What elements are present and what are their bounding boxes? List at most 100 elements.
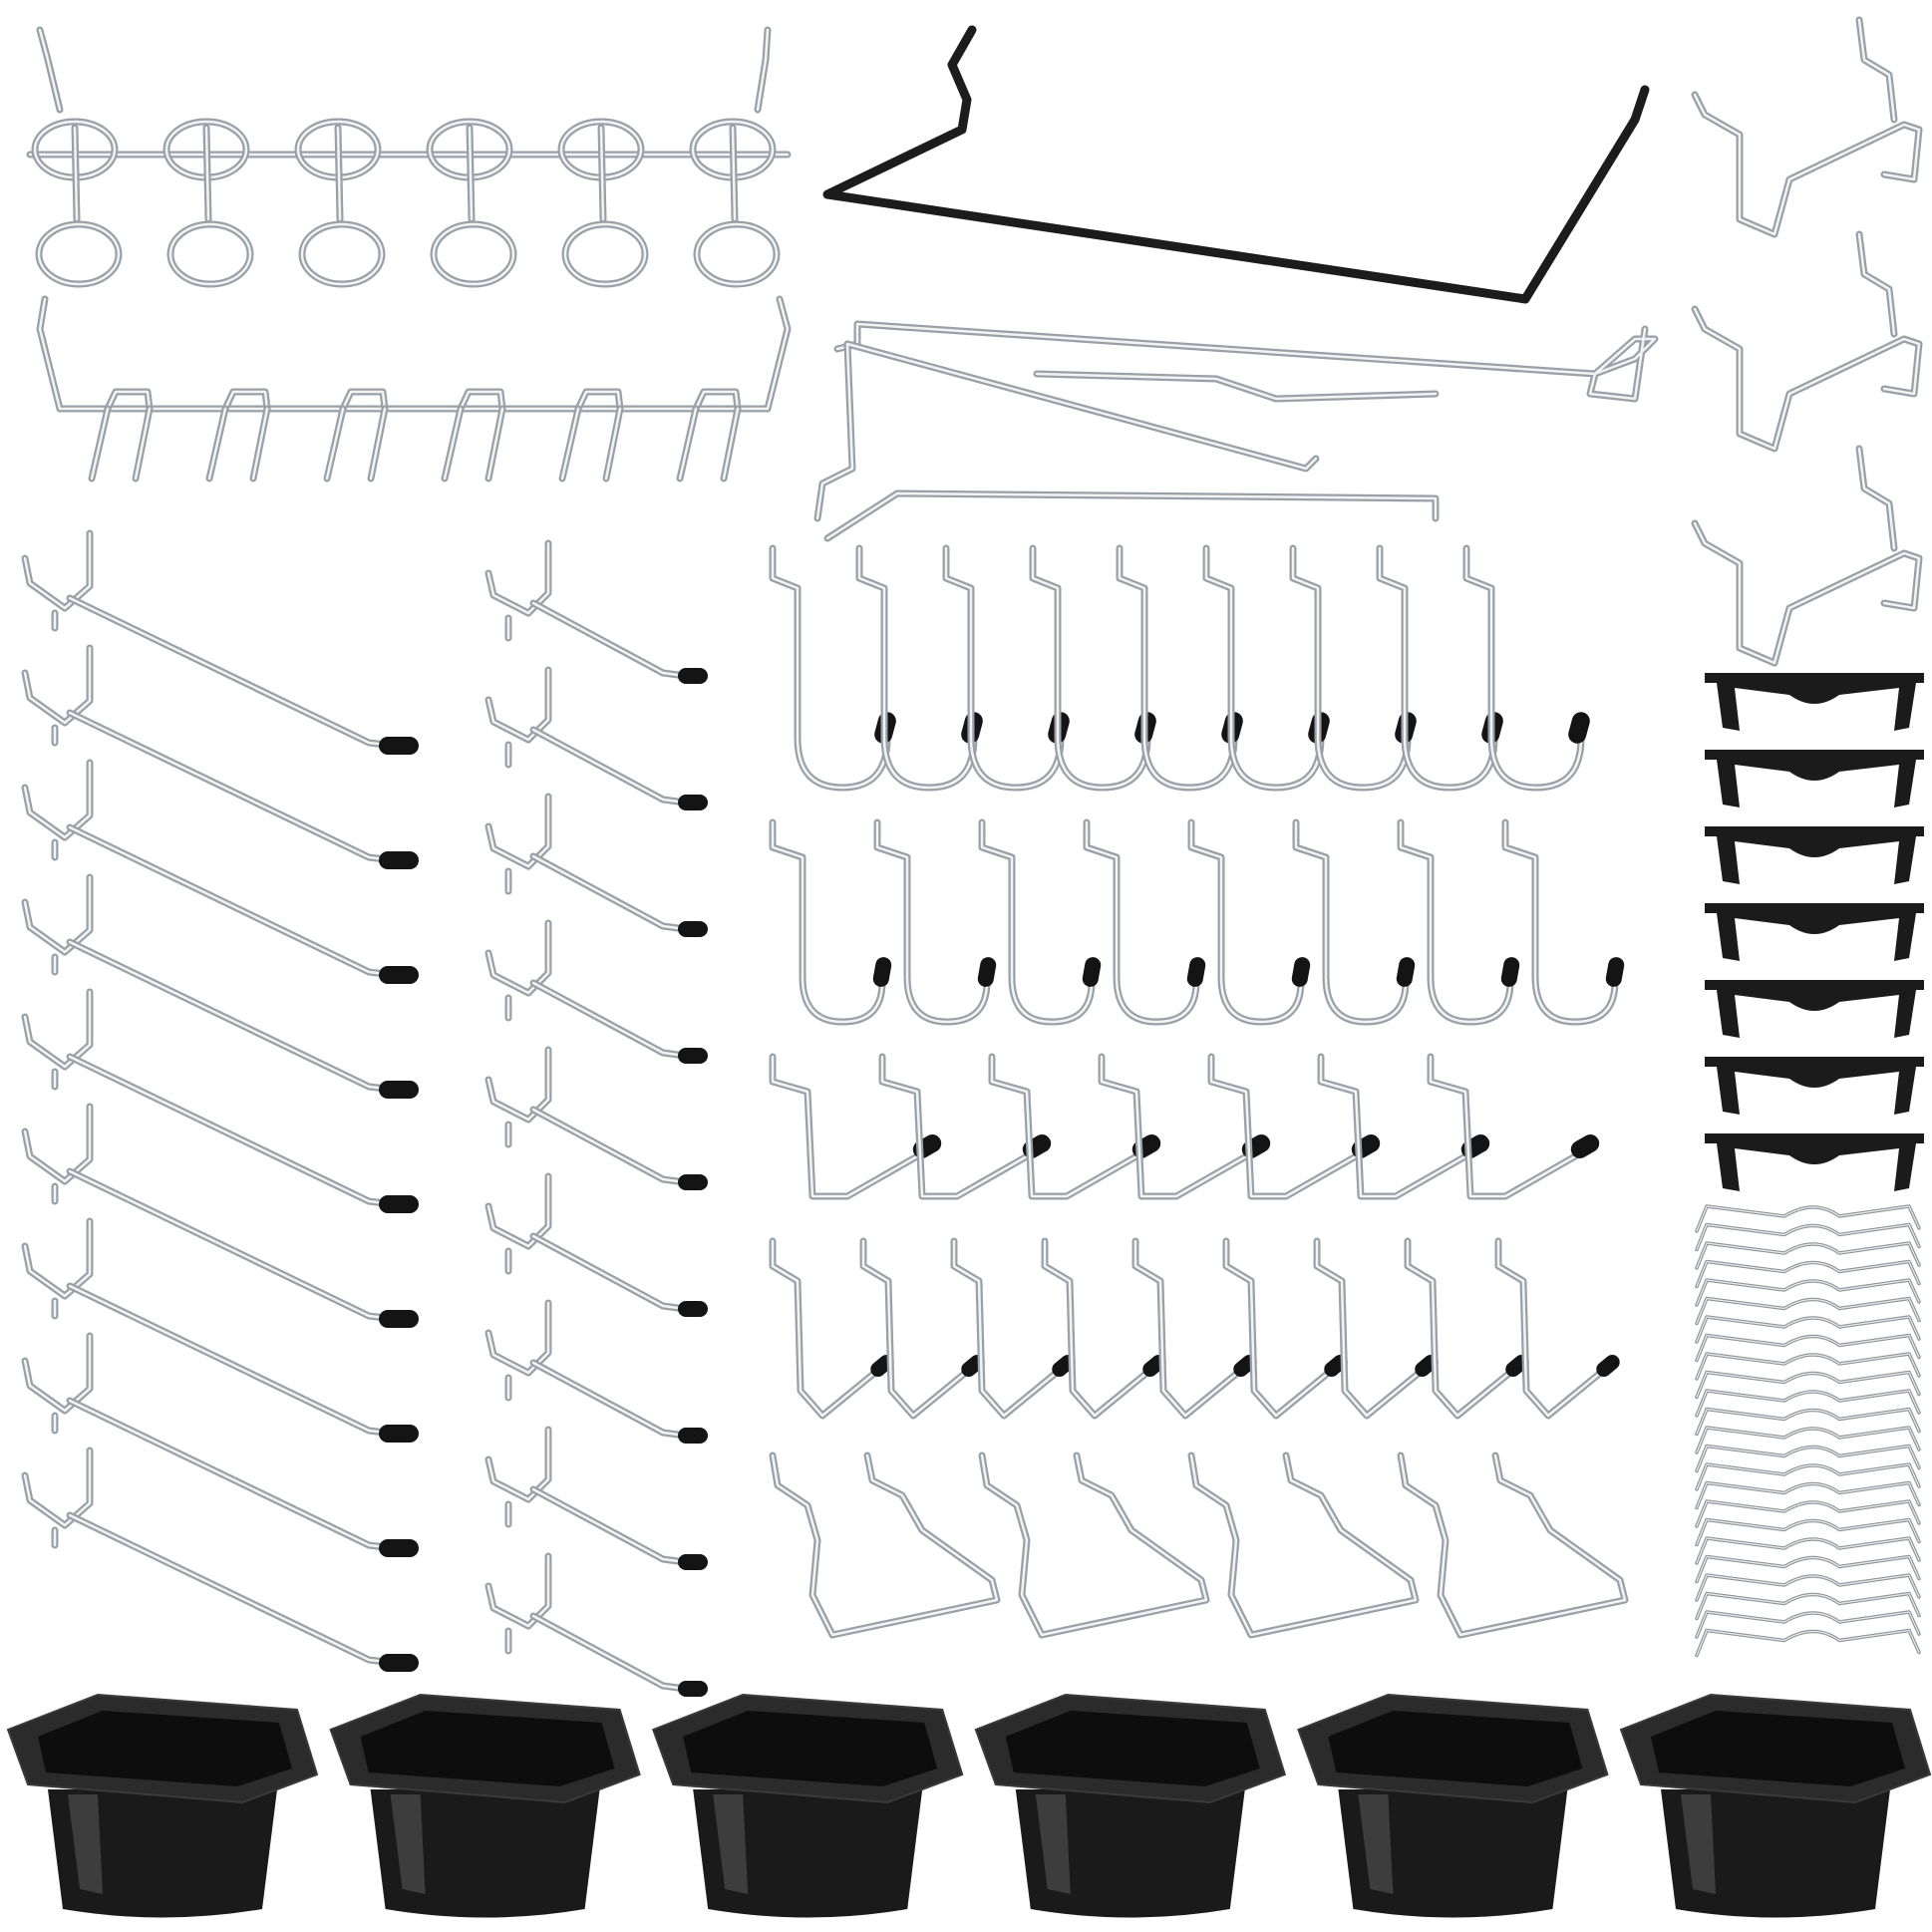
- short-hook: [484, 539, 708, 684]
- wire-clip: [1695, 1462, 1921, 1491]
- short-hook-arm: [529, 1106, 682, 1185]
- u-bracket-wire: [978, 1451, 1210, 1639]
- wire-clip: [1695, 1370, 1921, 1400]
- short-hook-arm: [529, 599, 682, 679]
- short-hook-arm: [529, 1485, 682, 1565]
- side-bracket: [1691, 91, 1923, 238]
- long-hook-bracket: [21, 1447, 94, 1529]
- angled-hook: [1494, 1237, 1620, 1420]
- wire-clip: [1695, 1315, 1921, 1344]
- short-hook-bracket: [484, 793, 552, 870]
- j-hook-medium: [1501, 818, 1625, 1026]
- long-hook: [21, 873, 419, 1099]
- j-hook-medium: [1187, 818, 1311, 1026]
- bin-holder-long: [833, 320, 1659, 403]
- wire-clip: [1695, 1536, 1921, 1565]
- bin-body: [370, 1789, 600, 1918]
- angled-hook-wire: [769, 1237, 881, 1420]
- wire-clip: [1695, 1480, 1921, 1510]
- short-hook-arm: [529, 726, 682, 805]
- prong-rack-frame: [36, 295, 792, 413]
- plastic-clip: [1705, 1057, 1924, 1115]
- rubber-tip: [678, 921, 708, 937]
- prong: [88, 405, 112, 483]
- short-hook: [484, 793, 708, 937]
- long-hook-bracket: [21, 1217, 94, 1300]
- j-hook-medium-wire: [1187, 818, 1305, 1026]
- rubber-tip: [379, 1654, 419, 1672]
- side-bracket: [1691, 305, 1923, 453]
- prong: [367, 405, 389, 483]
- short-hook-bracket: [484, 666, 552, 744]
- bin-highlight: [1681, 1794, 1716, 1894]
- short-hook-bracket: [484, 1172, 552, 1250]
- wire-clip: [1695, 1352, 1921, 1381]
- l-hook-wire: [1098, 1053, 1250, 1200]
- j-hook-large-wire: [1462, 544, 1585, 792]
- j-hook-medium: [769, 818, 892, 1026]
- prong: [558, 405, 582, 483]
- l-hook: [1427, 1053, 1600, 1200]
- j-hook-medium: [1397, 818, 1520, 1026]
- short-hook: [484, 1299, 708, 1444]
- l-hook-wire: [769, 1053, 921, 1200]
- bin-body: [48, 1789, 277, 1918]
- wire-clip: [1695, 1444, 1921, 1473]
- short-hook: [484, 1046, 708, 1190]
- rubber-tip: [977, 957, 997, 987]
- wire-clip: [1695, 1517, 1921, 1547]
- rubber-tip: [379, 966, 419, 984]
- plastic-clip: [1705, 673, 1924, 731]
- ring-hook: [689, 118, 781, 288]
- long-hook-bracket: [21, 1103, 94, 1185]
- bin-interior: [1328, 1711, 1583, 1786]
- bin-holder-brackets: [813, 320, 1659, 542]
- j-hook-medium: [1292, 818, 1416, 1026]
- ring-stem: [202, 124, 212, 223]
- wire-clip: [1695, 1333, 1921, 1363]
- j-hook-large: [1462, 544, 1590, 792]
- long-hook-bracket: [21, 988, 94, 1071]
- rubber-tip: [1186, 957, 1206, 987]
- side-bracket-pin: [1855, 445, 1898, 552]
- plastic-clip: [1705, 980, 1924, 1038]
- short-straight-hooks: [484, 539, 708, 1697]
- bin-holder-rod: [1033, 370, 1440, 403]
- bin-highlight: [1035, 1794, 1071, 1894]
- side-bracket-hooks: [1691, 16, 1923, 667]
- rubber-tip: [379, 851, 419, 869]
- j-hook-medium-wire: [978, 818, 1096, 1026]
- rubber-tip: [678, 1554, 708, 1570]
- angled-hook-wire: [1404, 1237, 1516, 1420]
- rubber-tip: [1500, 957, 1520, 987]
- bin-body: [1661, 1789, 1890, 1918]
- plastic-clip: [1705, 1133, 1924, 1191]
- long-hook-bracket: [21, 644, 94, 727]
- u-bracket-wire: [769, 1451, 1001, 1639]
- long-hook: [21, 1103, 419, 1328]
- wire-clip: [1695, 1554, 1921, 1584]
- short-hook-arm: [529, 1612, 682, 1692]
- prong: [484, 405, 506, 483]
- long-hook: [21, 529, 419, 755]
- rubber-tip: [872, 957, 892, 987]
- ring-hook: [294, 118, 386, 288]
- bin-body: [1015, 1789, 1245, 1918]
- u-bracket-wire: [1187, 1451, 1420, 1639]
- storage-bin: [1297, 1693, 1609, 1918]
- prong-loop: [692, 388, 742, 413]
- u-bracket: [978, 1451, 1210, 1639]
- plastic-clip: [1705, 750, 1924, 807]
- bin-interior: [1005, 1711, 1260, 1786]
- plastic-clip: [1705, 826, 1924, 884]
- prong: [441, 405, 465, 483]
- storage-bin: [1619, 1693, 1932, 1918]
- wire-clip: [1695, 1426, 1921, 1454]
- ring-hook: [162, 118, 254, 288]
- short-hook-bracket: [484, 539, 552, 617]
- prong: [676, 405, 700, 483]
- u-bracket: [1397, 1451, 1629, 1639]
- ring-stem: [466, 124, 476, 223]
- rubber-tip: [379, 1425, 419, 1443]
